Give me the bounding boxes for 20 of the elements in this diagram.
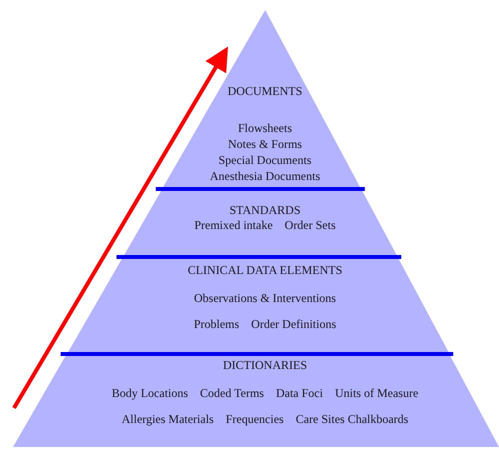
tier-item: Allergies Materials <box>122 412 214 426</box>
tier-heading: CLINICAL DATA ELEMENTS <box>188 263 342 277</box>
tier-item: Anesthesia Documents <box>210 169 320 183</box>
tier-item: Order Sets <box>284 218 336 232</box>
tier-item: Units of Measure <box>334 386 418 400</box>
tier-item: Problems <box>194 317 240 331</box>
tier-item: Order Definitions <box>251 317 336 331</box>
tier-item: Observations & Interventions <box>194 291 336 305</box>
tier-item: Coded Terms <box>200 386 264 400</box>
tier-heading: DOCUMENTS <box>228 84 302 98</box>
tier-item: Notes & Forms <box>228 137 302 151</box>
tier-heading: DICTIONARIES <box>223 358 307 372</box>
tier-item: Data Foci <box>276 386 323 400</box>
tier-item: Premixed intake <box>194 218 273 232</box>
tier-item: Flowsheets <box>238 121 292 135</box>
tier-item: Special Documents <box>218 153 312 167</box>
tier-item: Care Sites Chalkboards <box>296 412 408 426</box>
tier-item: Frequencies <box>226 412 284 426</box>
tier-item: Body Locations <box>112 386 188 400</box>
tier-heading: STANDARDS <box>229 203 301 217</box>
